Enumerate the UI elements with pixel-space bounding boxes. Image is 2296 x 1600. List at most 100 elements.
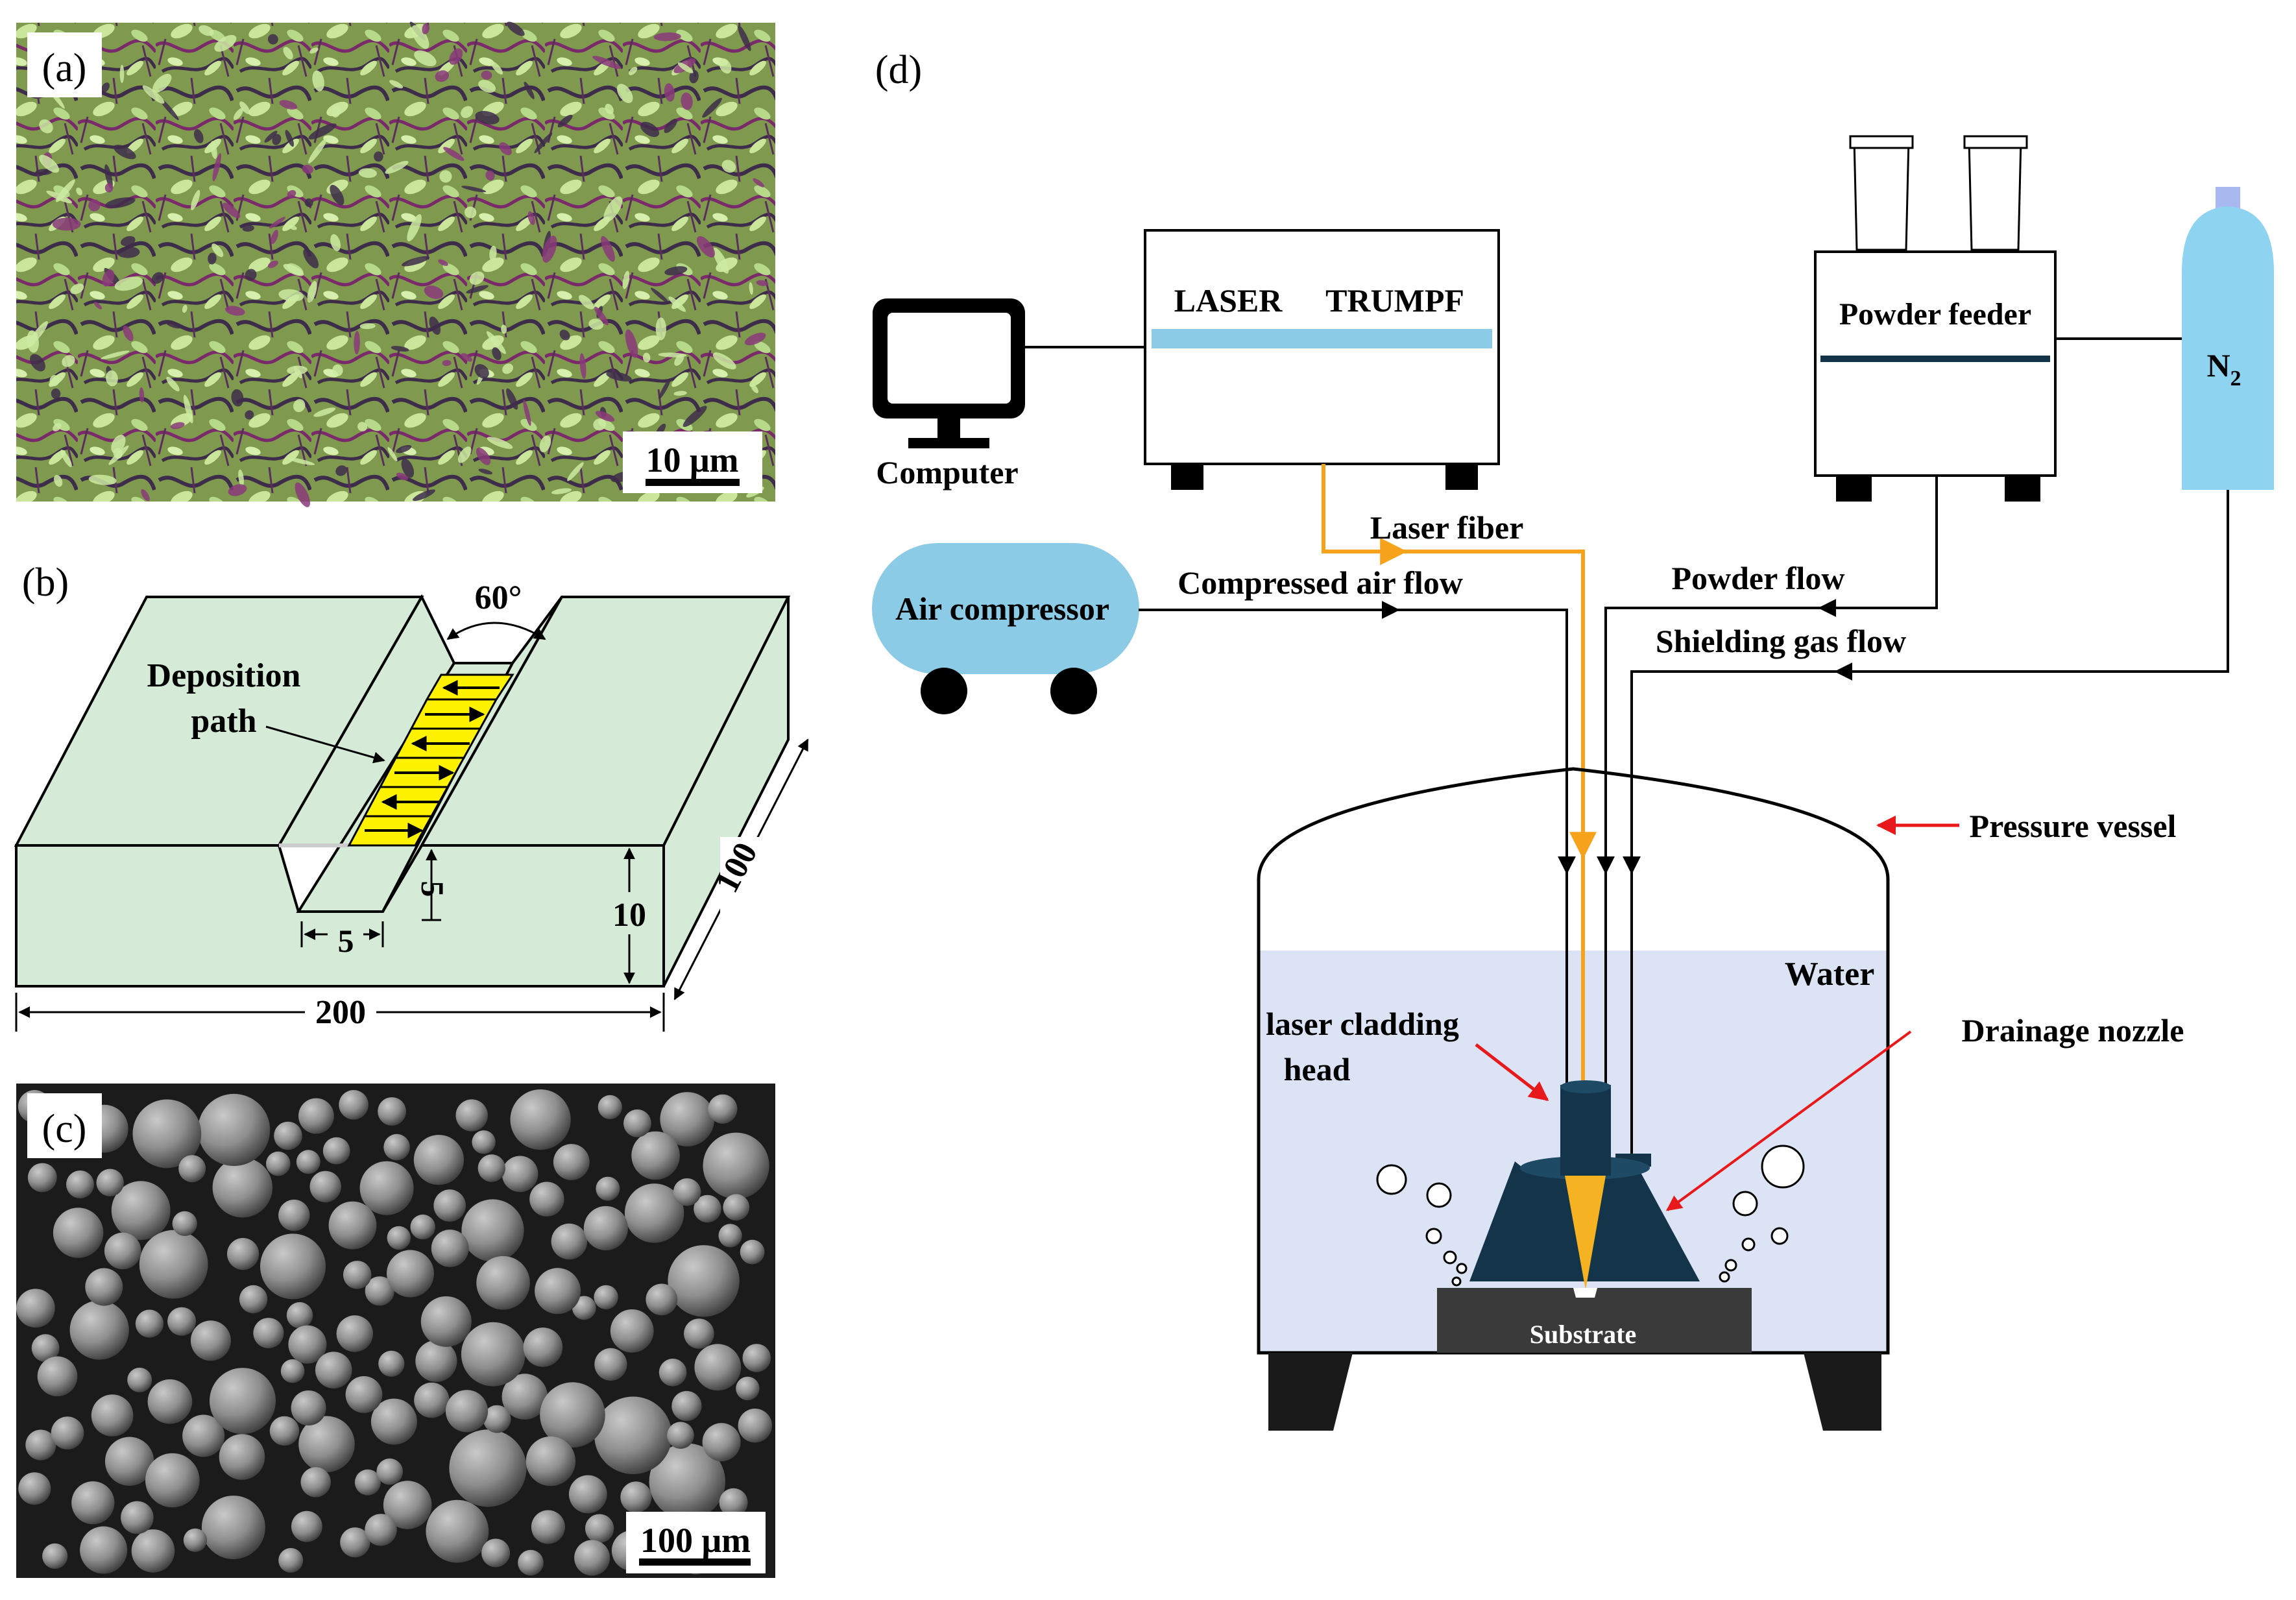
micro-grain [53, 474, 63, 487]
micro-grain [330, 184, 344, 206]
powder-particle [121, 1501, 154, 1534]
micro-grain [429, 316, 441, 335]
micro-grain [264, 130, 278, 143]
powder-particle [51, 1416, 84, 1449]
powder-flow-label: Powder flow [1671, 560, 1844, 596]
powder-particle [483, 1405, 511, 1433]
deposition-label-1: Deposition [147, 657, 301, 694]
micro-grain [744, 332, 766, 346]
micro-grain [664, 266, 688, 276]
panel-a-label: (a) [42, 46, 87, 90]
powder-particle [594, 1285, 618, 1310]
micro-grain [245, 410, 254, 420]
micro-grain [102, 269, 115, 287]
micro-grain [489, 245, 497, 261]
computer: Computer [873, 298, 1025, 491]
micro-grain [653, 32, 681, 42]
micro-grain [302, 164, 314, 174]
micro-grain [622, 271, 630, 289]
micro-grain [51, 388, 61, 399]
powder-particle [598, 1095, 622, 1119]
micro-grain [702, 97, 722, 118]
powder-particle [526, 1436, 576, 1486]
micro-grain [579, 295, 594, 309]
micro-grain [438, 259, 448, 266]
micro-grain [357, 422, 367, 431]
drainage-nozzle-pointer [1666, 1030, 1912, 1211]
powder-particle [659, 1359, 687, 1387]
micro-grain [93, 302, 103, 309]
powder-particle [25, 1429, 56, 1461]
micro-grain [287, 189, 296, 198]
dim-10-label: 10 [612, 897, 646, 934]
powder-particle [147, 1379, 193, 1424]
powder-particles [16, 1089, 773, 1576]
powder-particle [260, 1233, 326, 1300]
micro-grain [278, 289, 304, 302]
vessel-outline [1257, 767, 1890, 1355]
micro-grain [506, 21, 525, 36]
micro-grain [753, 178, 765, 188]
powder-particle [239, 1285, 268, 1314]
deposition-pointer [265, 725, 385, 764]
powder-particle [167, 1307, 197, 1336]
micrograph-image [16, 23, 775, 502]
micro-grain [335, 465, 347, 476]
powder-particle [646, 1283, 678, 1316]
micro-grain [295, 482, 310, 507]
powder-particle [266, 1151, 291, 1176]
powder-particle [340, 1527, 370, 1558]
laser-fiber-line [1322, 464, 1597, 860]
micro-grain [225, 306, 245, 316]
powder-particle [415, 1340, 457, 1382]
micro-grain [139, 387, 145, 403]
powder-particle [694, 1344, 742, 1391]
powder-particle [594, 1396, 672, 1475]
micro-grain [191, 189, 200, 211]
micro-grain [749, 282, 753, 295]
drainage-nozzle-label: Drainage nozzle [1962, 1012, 2184, 1048]
micro-grain [231, 389, 244, 407]
micro-grain [606, 371, 632, 382]
panel-c: (c) 100 μm [16, 1084, 775, 1578]
deposition-label-2: path [191, 703, 256, 740]
powder-particle [594, 1348, 627, 1381]
powder-particle [660, 1092, 715, 1146]
air-compressor: Air compressor [872, 543, 1139, 714]
micro-grain [655, 317, 666, 341]
micro-grain [354, 330, 360, 355]
micro-grain [313, 407, 336, 417]
micro-grain [713, 247, 729, 274]
powder-particle [413, 1135, 465, 1185]
micro-grain [267, 260, 278, 269]
micro-grain [476, 447, 491, 465]
powder-particle [85, 1268, 123, 1306]
cladding-head-label-1: laser cladding [1266, 1006, 1459, 1042]
micro-grain [30, 354, 45, 372]
powder-particle [343, 1261, 372, 1289]
micro-grain [309, 47, 319, 54]
powder-particle [736, 1376, 760, 1401]
powder-particle [111, 1181, 171, 1241]
micro-grain [358, 168, 377, 178]
scale-bar-label-c: 100 μm [640, 1521, 751, 1560]
laser-fiber-label: Laser fiber [1370, 509, 1524, 546]
powder-particle [553, 1144, 590, 1180]
powder-particle [66, 1170, 94, 1198]
micro-grain [104, 197, 136, 208]
powder-particle [540, 1382, 605, 1448]
powder-particle [212, 1158, 272, 1218]
micro-grain [642, 352, 651, 363]
micro-grain [487, 437, 513, 449]
powder-particle [445, 1390, 489, 1433]
micro-grain [640, 121, 660, 138]
micro-grain [506, 388, 518, 410]
bubbles [1376, 1145, 1805, 1287]
powder-particle [673, 1178, 701, 1206]
powder-particle [291, 1510, 322, 1542]
micro-grain [683, 406, 707, 428]
powder-particle [354, 1469, 381, 1496]
micro-grain [228, 484, 247, 496]
powder-particle [145, 1453, 200, 1508]
powder-particle [684, 1318, 714, 1349]
